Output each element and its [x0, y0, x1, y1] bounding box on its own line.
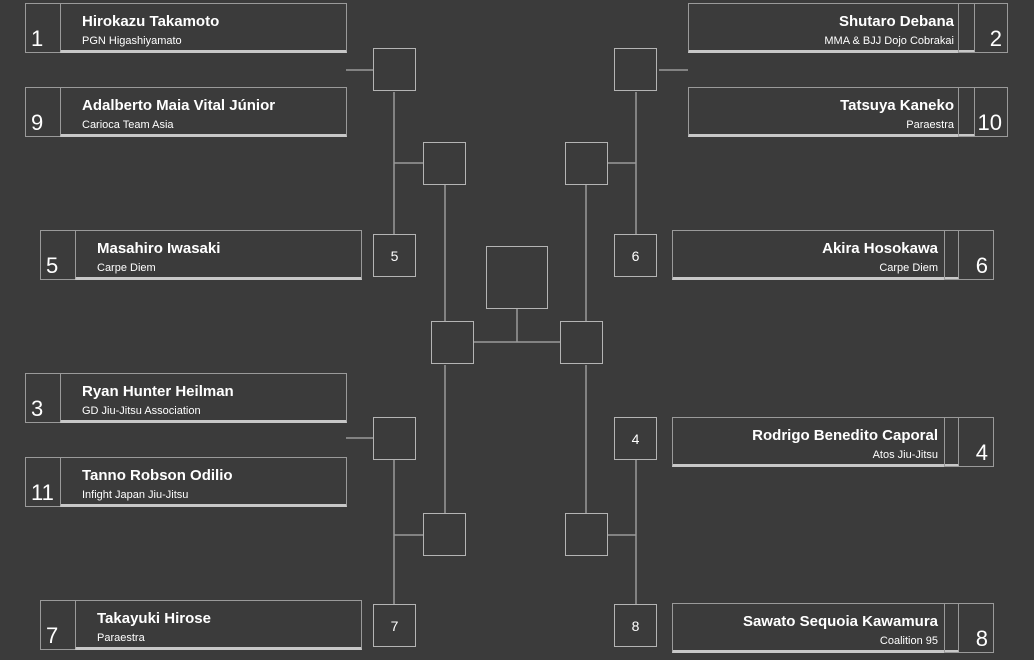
competitor-name: Ryan Hunter Heilman: [82, 383, 234, 400]
match-slot-bye[interactable]: 8: [614, 604, 657, 647]
competitor-team: Coalition 95: [879, 635, 938, 647]
competitor-team: Atos Jiu-Jitsu: [872, 449, 938, 461]
match-slot[interactable]: [565, 513, 608, 556]
competitor-card-left-1[interactable]: Hirokazu Takamoto PGN Higashiyamato: [60, 3, 347, 53]
competitor-name: Shutaro Debana: [838, 13, 954, 30]
competitor-team: Carioca Team Asia: [82, 119, 174, 131]
match-slot-bye[interactable]: 7: [373, 604, 416, 647]
competitor-team: Paraestra: [906, 119, 954, 131]
match-slot-bye[interactable]: 4: [614, 417, 657, 460]
competitor-card-left-6[interactable]: Takayuki Hirose Paraestra: [75, 600, 362, 650]
competitor-team: GD Jiu-Jitsu Association: [82, 405, 201, 417]
match-slot-bye[interactable]: 6: [614, 234, 657, 277]
semifinal-slot-left[interactable]: [431, 321, 474, 364]
match-slot[interactable]: [373, 48, 416, 91]
competitor-team: Infight Japan Jiu-Jitsu: [82, 489, 189, 501]
competitor-card-right-1[interactable]: Shutaro Debana MMA & BJJ Dojo Cobrakai: [688, 3, 975, 53]
competitor-name: Akira Hosokawa: [822, 240, 938, 257]
competitor-card-right-5[interactable]: Sawato Sequoia Kawamura Coalition 95: [672, 603, 959, 653]
competitor-card-left-2[interactable]: Adalberto Maia Vital Júnior Carioca Team…: [60, 87, 347, 137]
match-slot[interactable]: [423, 142, 466, 185]
semifinal-slot-right[interactable]: [560, 321, 603, 364]
seed-number: 6: [944, 230, 994, 280]
match-slot-bye[interactable]: 5: [373, 234, 416, 277]
competitor-team: Carpe Diem: [879, 262, 938, 274]
competitor-name: Tanno Robson Odilio: [82, 467, 233, 484]
competitor-team: MMA & BJJ Dojo Cobrakai: [824, 35, 954, 47]
competitor-name: Hirokazu Takamoto: [82, 13, 220, 30]
match-slot[interactable]: [373, 417, 416, 460]
competitor-name: Rodrigo Benedito Caporal: [752, 427, 938, 444]
match-slot[interactable]: [614, 48, 657, 91]
competitor-card-right-2[interactable]: Tatsuya Kaneko Paraestra: [688, 87, 975, 137]
competitor-name: Masahiro Iwasaki: [97, 240, 221, 257]
competitor-name: Adalberto Maia Vital Júnior: [82, 97, 276, 114]
competitor-name: Tatsuya Kaneko: [840, 97, 954, 114]
final-slot[interactable]: [486, 246, 548, 309]
competitor-team: Carpe Diem: [97, 262, 156, 274]
competitor-name: Takayuki Hirose: [97, 610, 211, 627]
match-slot[interactable]: [565, 142, 608, 185]
seed-number: 2: [958, 3, 1008, 53]
seed-number: 4: [944, 417, 994, 467]
competitor-card-right-4[interactable]: Rodrigo Benedito Caporal Atos Jiu-Jitsu: [672, 417, 959, 467]
competitor-card-left-3[interactable]: Masahiro Iwasaki Carpe Diem: [75, 230, 362, 280]
competitor-team: PGN Higashiyamato: [82, 35, 182, 47]
competitor-name: Sawato Sequoia Kawamura: [742, 613, 938, 630]
seed-number: 10: [958, 87, 1008, 137]
competitor-card-left-4[interactable]: Ryan Hunter Heilman GD Jiu-Jitsu Associa…: [60, 373, 347, 423]
seed-number: 8: [944, 603, 994, 653]
match-slot[interactable]: [423, 513, 466, 556]
competitor-card-right-3[interactable]: Akira Hosokawa Carpe Diem: [672, 230, 959, 280]
competitor-team: Paraestra: [97, 632, 145, 644]
competitor-card-left-5[interactable]: Tanno Robson Odilio Infight Japan Jiu-Ji…: [60, 457, 347, 507]
